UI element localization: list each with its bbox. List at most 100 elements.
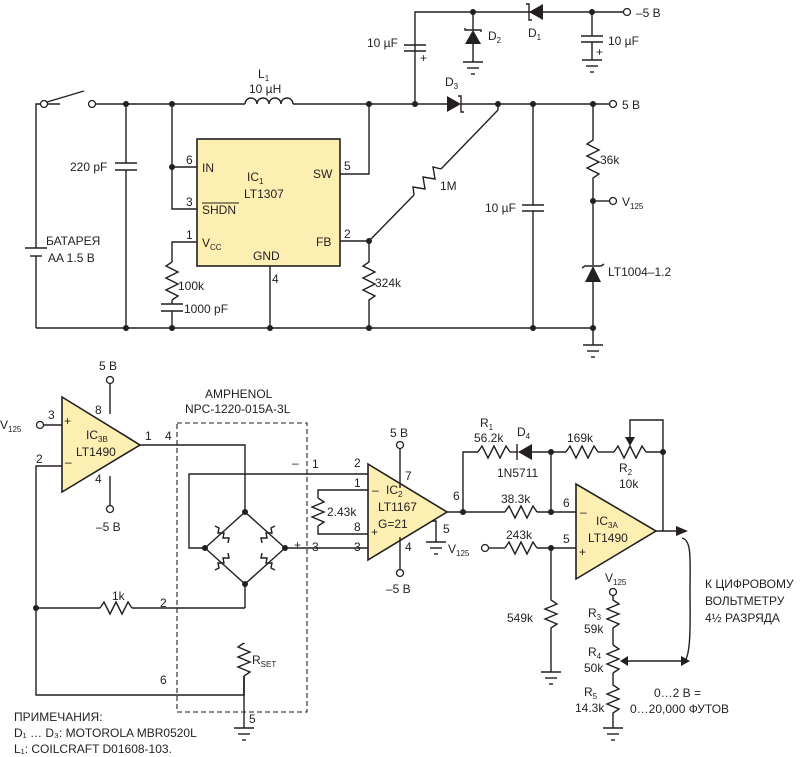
ground-divider [603, 727, 623, 741]
ic3b-name: IC3B [86, 428, 108, 444]
v125-label: V125 [622, 195, 644, 211]
output-label-line1: К ЦИФРОВОМУ [705, 577, 794, 591]
ic2-gain: G=21 [378, 517, 408, 531]
inductor-name: L1 [258, 67, 270, 83]
ic1-pin-number-2: 2 [344, 227, 351, 241]
potentiometer-r2: R2 10k [613, 419, 664, 491]
diode-d2-label: D2 [488, 29, 502, 45]
ic3b-pin-2: 2 [36, 452, 43, 466]
notes-title: ПРИМЕЧАНИЯ: [14, 710, 103, 724]
terminal-ic3b-pos5 [105, 375, 115, 385]
ic3b-neg5-label: –5 B [96, 520, 121, 534]
capacitor-10uf-left-value: 10 µF [367, 36, 398, 50]
battery-label: БАТАРЕЯ [46, 234, 100, 248]
ic3b-part: LT1490 [76, 445, 116, 459]
amphenol-label: AMPHENOL [205, 387, 273, 401]
resistor-r5: R5 14.3k [575, 673, 621, 728]
connector-minus: – [292, 456, 299, 470]
power-switch [39, 90, 97, 109]
resistor-243k: 243k [504, 528, 576, 556]
ic3a-minus: – [580, 505, 587, 519]
ic3b-pin-4: 4 [95, 472, 102, 486]
power-supply-circuit: БАТАРЕЯ AA 1.5 B 220 pF L1 10 µH [25, 3, 671, 358]
r2-value: 10k [619, 477, 639, 491]
range-label-line1: 0…2 B = [654, 686, 701, 700]
ground-rset [234, 727, 254, 741]
capacitor-10uf-left-plus: + [420, 51, 427, 65]
ic1-pin-gnd: GND [253, 249, 280, 263]
resistor-100k-value: 100k [178, 279, 205, 293]
terminal-neg5 [622, 7, 632, 17]
resistor-549k: 549k [507, 548, 559, 672]
reference-lt1004: LT1004–1.2 [581, 263, 671, 345]
ic1-name: IC1 [247, 170, 264, 186]
ic2-pin-8: 8 [354, 520, 361, 534]
ic3a-plus: + [579, 545, 586, 559]
ic2-pin-7: 7 [405, 469, 412, 483]
resistor-r3: R3 59k [584, 596, 621, 645]
ground-549k [541, 671, 561, 685]
battery-type: AA 1.5 B [48, 251, 95, 265]
ic3b-minus: – [65, 455, 72, 469]
connector-pin-6: 6 [160, 673, 167, 687]
ic2-minus: – [372, 483, 379, 497]
resistor-1k-value: 1k [112, 589, 126, 603]
terminal-v125 [608, 196, 618, 206]
terminal-pos5 [608, 99, 618, 109]
connector-pin-3: 3 [312, 540, 319, 554]
output-label-line2: ВОЛЬТМЕТРУ [705, 594, 785, 608]
pos5-label: 5 B [622, 98, 640, 112]
ic3b-pin-3: 3 [48, 408, 55, 422]
d4-part: 1N5711 [497, 466, 538, 480]
diode-d3-label: D3 [445, 75, 459, 91]
capacitor-220pf-value: 220 pF [70, 160, 107, 174]
opamp-ic3b: IC3B LT1490 + – 3 2 8 4 1 [36, 395, 152, 494]
r1-value: 56.2k [474, 431, 504, 445]
ground-d2 [463, 60, 483, 75]
junction-dots-bottom [33, 449, 666, 611]
diode-d1-label: D1 [528, 26, 542, 42]
ic3b-pin-8: 8 [95, 403, 102, 417]
ic1-pin-fb: FB [316, 235, 331, 249]
r1-name: R1 [480, 416, 494, 432]
capacitor-1000pf-value: 1000 pF [184, 302, 228, 316]
ic1-pin-number-1: 1 [186, 228, 193, 242]
ic3a-pin-5: 5 [563, 532, 570, 546]
resistor-36k-value: 36k [600, 153, 620, 167]
ic2-pos5-label: 5 B [390, 426, 408, 440]
diode-d1: D1 [526, 3, 543, 42]
terminal-v125-ic3b [35, 420, 45, 430]
ic2-pin-1: 1 [354, 476, 361, 490]
ic2-pin-3: 3 [354, 540, 361, 554]
resistor-324k: 324k [361, 241, 402, 328]
resistor-r1: R1 56.2k [474, 416, 518, 460]
ic3b-pos5-label: 5 B [99, 359, 117, 373]
ic1-pin-vcc: VCC [202, 236, 222, 252]
capacitor-10uf-right: 10 µF + [581, 12, 639, 73]
diode-d2: D2 [464, 12, 502, 60]
resistor-38-3k: 38.3k [501, 492, 576, 520]
output-label-line3: 4½ РАЗРЯДА [705, 611, 780, 625]
pressure-bridge [202, 509, 288, 587]
capacitor-10uf-right-value: 10 µF [608, 34, 639, 48]
v125-ic3b-label: V125 [0, 418, 22, 434]
resistor-243k-value: 243k [506, 528, 533, 542]
ic1-pin-number-3: 3 [186, 195, 193, 209]
rset-label: RSET [252, 653, 276, 669]
ic2-neg5-label: –5 B [386, 582, 411, 596]
diode-d3: D3 [445, 75, 464, 113]
ic1-pin-number-6: 6 [186, 153, 193, 167]
resistor-38-3k-value: 38.3k [501, 492, 531, 506]
inductor-value: 10 µH [249, 82, 281, 96]
r3-name: R3 [588, 606, 602, 622]
battery: БАТАРЕЯ AA 1.5 B [25, 103, 100, 328]
range-label-line2: 0…20,000 ФУТОВ [630, 702, 729, 716]
instrumentation-amp-ic2: IC2 LT1167 G=21 – + 2 1 8 3 7 4 5 6 [354, 456, 460, 562]
ic1-pin-sw: SW [313, 167, 333, 181]
ic1-lt1307: IC1 LT1307 IN SHDN VCC GND SW FB 6 3 1 4… [186, 138, 351, 286]
terminal-ic2-pos5 [395, 440, 405, 450]
ground-main [583, 344, 603, 358]
amphenol-sensor-box [176, 422, 308, 713]
capacitor-1000pf: 1000 pF [161, 302, 228, 328]
